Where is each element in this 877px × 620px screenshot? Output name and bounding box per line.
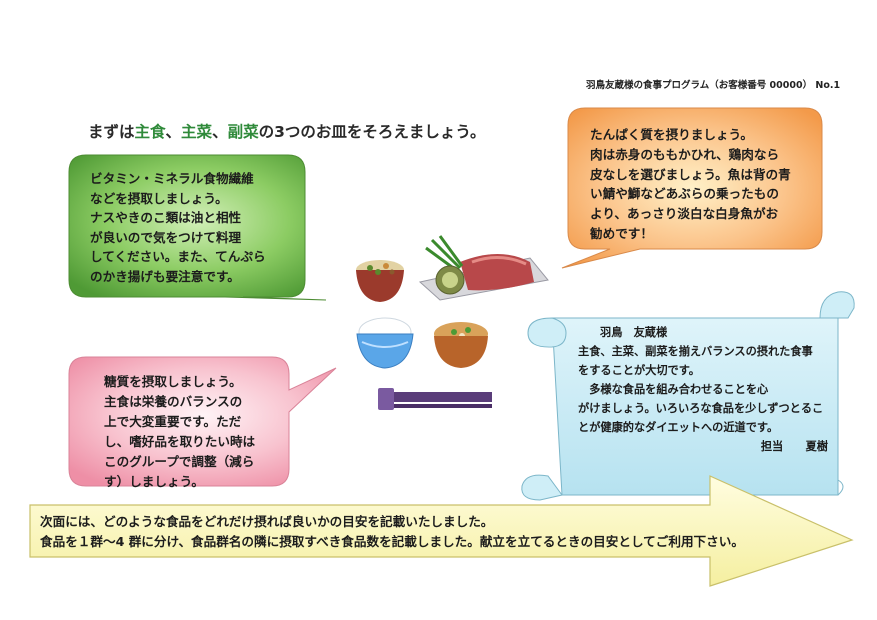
customer-name: 羽鳥 友蔵様 <box>600 326 668 339</box>
veg-bubble-text: ビタミン・ミネラル食物繊維 などを摂取しましょう。 ナスやきのこ類は油と相性 が… <box>90 169 266 286</box>
carb-bubble <box>68 356 337 487</box>
intro-shusai: 主菜 <box>181 123 213 141</box>
intro-sep-2: 、 <box>212 123 228 141</box>
fish-plate-icon <box>418 235 549 301</box>
arrow-line-1: 次面には、どのような食品をどれだけ摂れば良いかの目安を記載いたしました。 <box>40 514 494 529</box>
veg-line: してください。また、てんぷら <box>90 249 266 264</box>
chopsticks-icon <box>378 388 492 410</box>
protein-line: い鯖や鰤などあぶらの乗ったもの <box>590 186 779 202</box>
intro-heading: まずは主食、主菜、副菜の3つのお皿をそろえましょう。 <box>88 120 485 142</box>
page-header-title: 羽鳥友蔵様の食事プログラム（お客様番号 00000） No.1 <box>586 80 841 91</box>
veg-line: などを摂取しましょう。 <box>90 190 228 206</box>
arrow-line-2: 食品を１群～4 群に分け、食品群名の隣に摂取すべき食品数を記載しました。献立を立… <box>40 534 744 549</box>
carb-line: す）しましょう。 <box>104 474 204 489</box>
scroll-line: とが健康的なダイエットへの近道です。 <box>578 421 779 434</box>
scroll-message: 羽鳥 友蔵様 主食、主菜、副菜を揃えバランスの摂れた食事 をすることが大切です。… <box>578 323 848 456</box>
carb-line: 主食は栄養のバランスの <box>104 394 243 409</box>
protein-line: 勧めです！ <box>590 225 653 241</box>
carb-line: このグループで調整（減ら <box>104 454 255 469</box>
veg-line: ナスやきのこ類は油と相性 <box>90 210 242 225</box>
intro-fukusai: 副菜 <box>227 123 259 141</box>
veg-bubble <box>68 154 327 301</box>
intro-shushoku: 主食 <box>134 123 166 141</box>
staff-signature: 担当 夏樹 <box>760 440 828 453</box>
protein-bubble <box>561 107 823 269</box>
scroll-line: 多様な食品を組み合わせることを心 <box>578 383 769 396</box>
scroll-line: 主食、主菜、副菜を揃えバランスの摂れた食事 <box>578 345 813 358</box>
scroll-line: をすることが大切です。 <box>578 364 700 377</box>
protein-line: 皮なしを選びましょう。魚は背の青 <box>590 166 791 182</box>
scroll-line: がけましょう。いろいろな食品を少しずつとるこ <box>578 402 824 415</box>
info-arrow <box>29 475 854 587</box>
protein-line: 肉は赤身のももかひれ、鶏肉なら <box>590 146 780 162</box>
side-dish-bowl-icon <box>356 260 404 302</box>
intro-suffix: の3つのお皿をそろえましょう。 <box>258 123 486 141</box>
protein-bubble-text: たんぱく質を摂りましょう。 肉は赤身のももかひれ、鶏肉なら 皮なしを選びましょう… <box>590 125 791 244</box>
protein-line: たんぱく質を摂りましょう。 <box>590 127 753 142</box>
rice-bowl-icon <box>356 317 414 369</box>
carb-line: 糖質を摂取しましょう。 <box>104 374 242 389</box>
miso-soup-bowl-icon <box>434 322 488 368</box>
carb-line: 上で大変重要です。ただ <box>104 414 242 429</box>
protein-line: より、あっさり淡白な白身魚がお <box>590 206 779 222</box>
veg-line: が良いので気をつけて料理 <box>90 229 242 245</box>
scroll-banner <box>521 291 855 501</box>
arrow-message: 次面には、どのような食品をどれだけ摂れば良いかの目安を記載いたしました。 食品を… <box>40 512 744 552</box>
veg-line: ビタミン・ミネラル食物繊維 <box>90 171 254 186</box>
carb-line: し、嗜好品を取りたい時は <box>104 434 256 449</box>
intro-prefix: まずは <box>88 123 135 141</box>
veg-line: のかき揚げも要注意です。 <box>90 268 240 284</box>
carb-bubble-text: 糖質を摂取しましょう。 主食は栄養のバランスの 上で大変重要です。ただ し、嗜好… <box>104 372 255 492</box>
intro-sep-1: 、 <box>165 123 182 141</box>
